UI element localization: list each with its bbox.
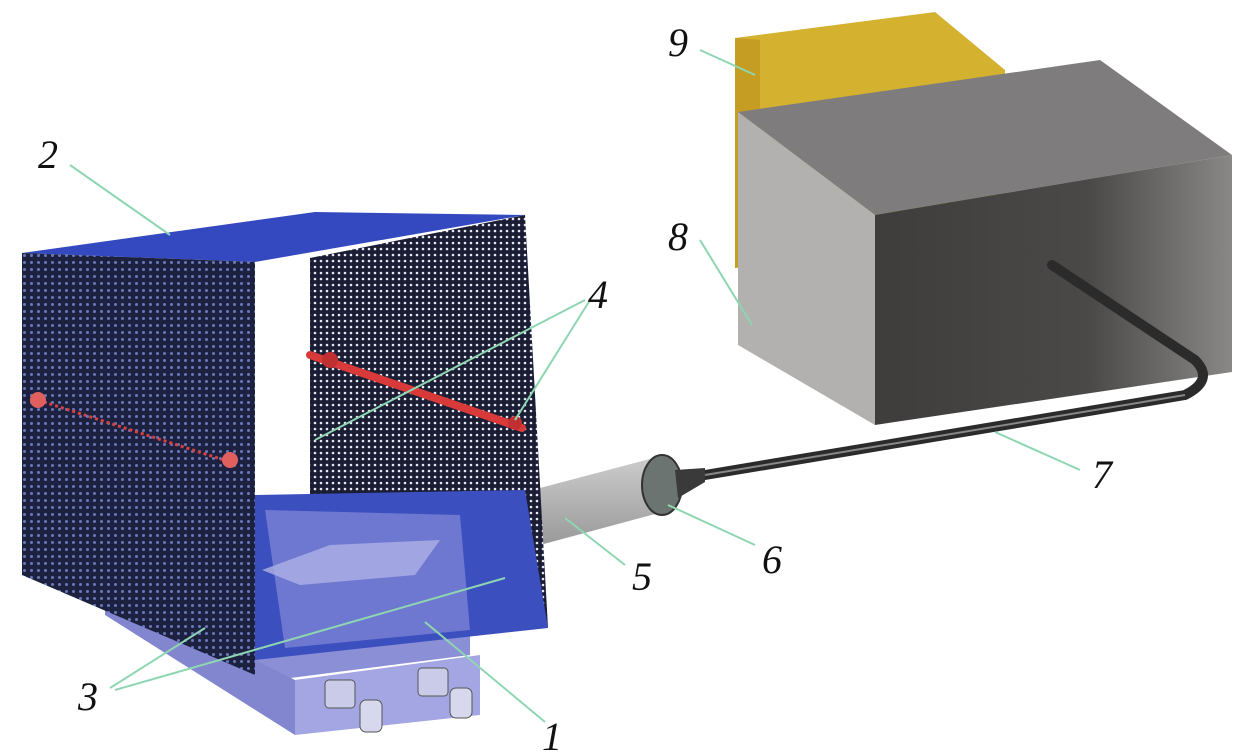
chamber-2: [22, 212, 548, 675]
nozzle-connector: [675, 468, 705, 498]
label-8: 8: [668, 214, 688, 259]
label-2: 2: [38, 132, 58, 177]
nozzle-6: [641, 454, 683, 516]
tube-highlight: [704, 394, 1186, 476]
label-1: 1: [542, 714, 562, 756]
rods-4: [30, 351, 526, 468]
fitting-left: [324, 679, 383, 733]
label-4: 4: [588, 272, 608, 317]
label-5: 5: [632, 554, 652, 599]
fitting-right: [417, 667, 473, 719]
label-9: 9: [668, 20, 688, 65]
cone-5: [540, 455, 670, 545]
label-6: 6: [762, 537, 782, 582]
label-3: 3: [77, 674, 98, 719]
label-7: 7: [1092, 452, 1114, 497]
leader-lines: [69, 49, 1081, 723]
gray-unit-8: [738, 60, 1232, 425]
